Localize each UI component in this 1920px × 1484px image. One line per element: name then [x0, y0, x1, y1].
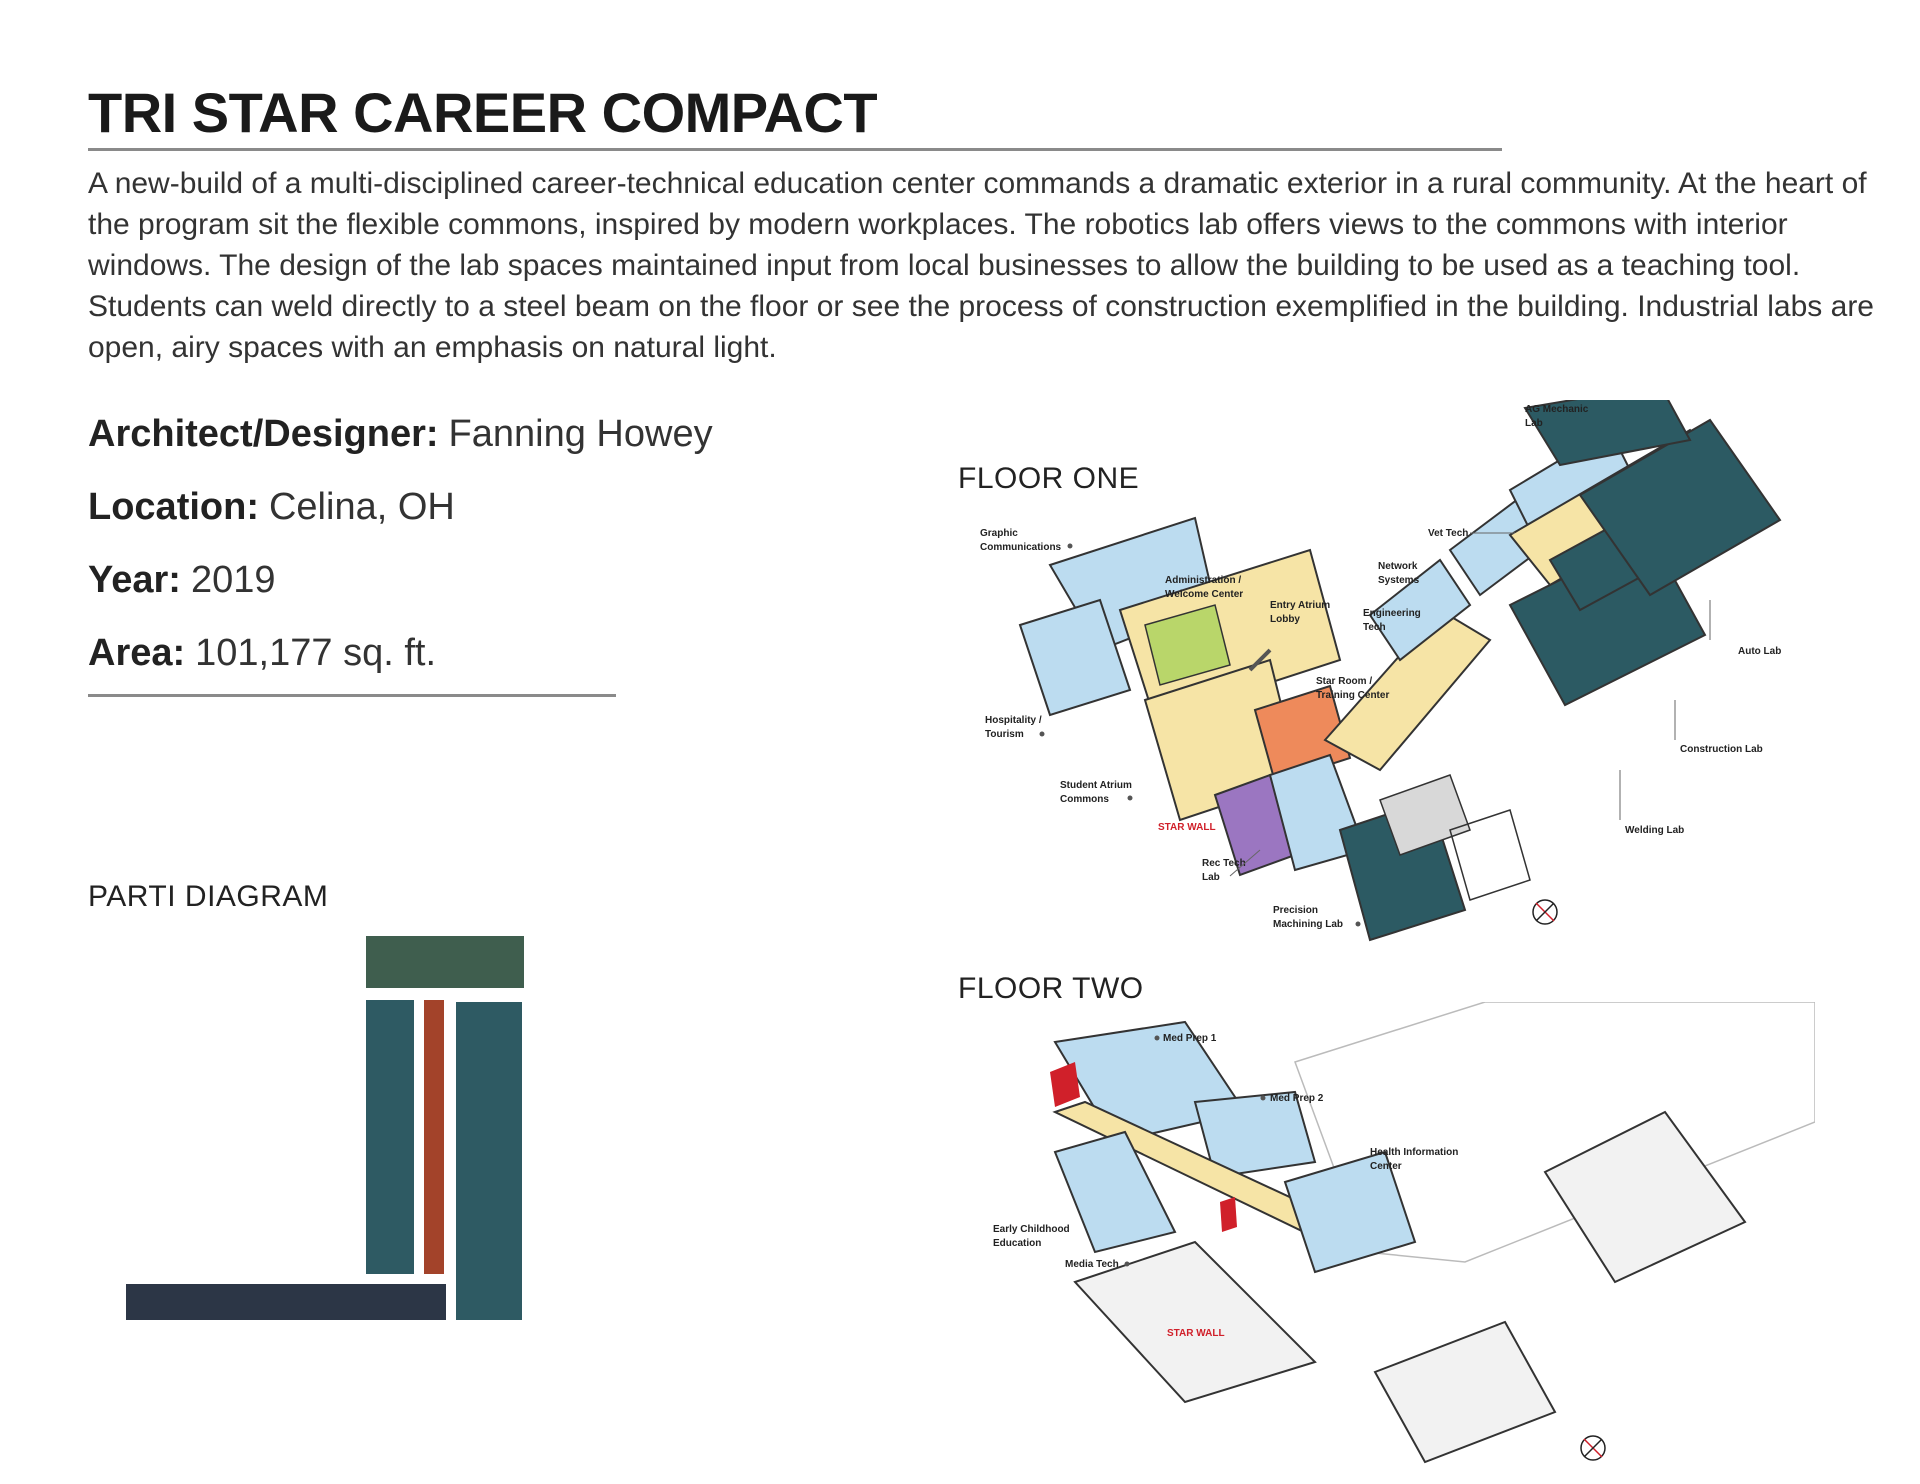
fact-location: Location:Celina, OH: [88, 483, 648, 556]
vet-tech-label: Vet Tech: [1428, 528, 1468, 539]
lower-shop-shell: [1373, 1320, 1557, 1464]
admin-welcome-center: [1144, 604, 1231, 686]
graphic-communications-label: Graphic: [980, 528, 1018, 539]
rec-tech-lab-label: Rec Tech: [1202, 858, 1246, 869]
engineering-tech-label-2: Tech: [1363, 622, 1386, 633]
fact-value: 101,177 sq. ft.: [195, 632, 436, 674]
administration-label-2: Welcome Center: [1165, 589, 1243, 600]
rec-tech-lab-label-2: Lab: [1202, 872, 1220, 883]
project-facts: Architect/Designer:Fanning Howey Locatio…: [88, 410, 713, 702]
parti-rust-bar: [424, 1000, 444, 1274]
med-prep-2-room: [1193, 1090, 1317, 1179]
health-information-label-2: Center: [1370, 1161, 1402, 1172]
fact-value: 2019: [190, 559, 276, 601]
parti-diagram-heading: PARTI DIAGRAM: [88, 880, 329, 913]
media-tech-label: Media Tech: [1065, 1259, 1119, 1270]
entry-atrium-label: Entry Atrium: [1270, 600, 1330, 611]
floor-one-heading: FLOOR ONE: [958, 462, 1140, 495]
star-room-label: Star Room /: [1316, 676, 1372, 687]
parti-green-block: [366, 936, 524, 988]
lower-lab-shell: [1543, 1110, 1747, 1284]
early-childhood-label: Early Childhood: [993, 1224, 1070, 1235]
parti-teal-bar-left: [366, 1000, 414, 1274]
fact-label: Area:: [88, 632, 186, 674]
network-systems-label: Network: [1378, 561, 1418, 572]
fact-year: Year:2019: [88, 556, 648, 629]
facts-divider: [88, 694, 616, 697]
service-yard: [1379, 774, 1471, 856]
fact-label: Location:: [88, 486, 259, 528]
fact-architect: Architect/Designer:Fanning Howey: [88, 410, 713, 483]
star-wall-marker-west: [1050, 1062, 1080, 1107]
entry-atrium-label-2: Lobby: [1270, 614, 1300, 625]
med-prep-2-label: Med Prep 2: [1270, 1093, 1324, 1104]
student-atrium-label-2: Commons: [1060, 794, 1109, 805]
floor-one-plan: AG Mechanic Lab Graphic Communications V…: [980, 400, 1782, 942]
fact-value: Celina, OH: [268, 486, 455, 528]
student-atrium-label: Student Atrium: [1060, 780, 1132, 791]
parti-teal-bar-right: [456, 1002, 522, 1320]
star-room-label-2: Training Center: [1316, 690, 1389, 701]
health-information-label: Health Information: [1370, 1147, 1458, 1158]
health-information-center: [1283, 1150, 1417, 1274]
ag-mechanic-lab-label: AG Mechanic: [1525, 404, 1589, 415]
outdoor-enclosure: [1449, 809, 1531, 901]
star-wall-label: STAR WALL: [1158, 822, 1216, 833]
fact-label: Year:: [88, 559, 181, 601]
compass-icon: [1580, 1435, 1606, 1461]
title-divider: [88, 148, 1502, 151]
fact-value: Fanning Howey: [448, 413, 713, 455]
media-tech-shell: [1073, 1240, 1317, 1404]
precision-machining-label: Precision: [1273, 905, 1318, 916]
med-prep-1-label: Med Prep 1: [1163, 1033, 1217, 1044]
page-title: TRI STAR CAREER COMPACT: [88, 81, 878, 144]
parti-navy-base: [126, 1284, 446, 1320]
hospitality-label: Hospitality /: [985, 715, 1042, 726]
project-description: A new-build of a multi-disciplined caree…: [88, 167, 1874, 364]
star-wall-label: STAR WALL: [1167, 1328, 1225, 1339]
entry-arrow: [1248, 648, 1272, 672]
fact-label: Architect/Designer:: [88, 413, 439, 455]
floor-two-plan: Med Prep 1 Med Prep 2 Health Information…: [993, 1002, 1815, 1464]
hospitality-room: [1018, 598, 1132, 717]
auto-lab-label: Auto Lab: [1738, 646, 1781, 657]
floor-two-rooms: [1050, 1002, 1815, 1464]
early-childhood-label-2: Education: [993, 1238, 1041, 1249]
compass-icon: [1532, 899, 1558, 925]
star-wall-marker-center: [1220, 1197, 1237, 1232]
ag-mechanic-lab: [1523, 400, 1692, 467]
early-childhood-room: [1053, 1130, 1177, 1254]
graphic-communications-label-2: Communications: [980, 542, 1062, 553]
parti-diagram: [126, 936, 524, 1320]
hospitality-label-2: Tourism: [985, 729, 1024, 740]
ag-mechanic-lab-label-2: Lab: [1525, 418, 1543, 429]
engineering-tech-label: Engineering: [1363, 608, 1421, 619]
network-systems-label-2: Systems: [1378, 575, 1420, 586]
fact-area: Area:101,177 sq. ft.: [88, 629, 648, 702]
welding-lab-label: Welding Lab: [1625, 825, 1684, 836]
floor-two-heading: FLOOR TWO: [958, 972, 1144, 1005]
construction-lab-label: Construction Lab: [1680, 744, 1763, 755]
floor-one-rooms: [1018, 400, 1782, 942]
administration-label: Administration /: [1165, 575, 1241, 586]
engineering-tech-room: [1368, 558, 1472, 662]
precision-machining-label-2: Machining Lab: [1273, 919, 1343, 930]
